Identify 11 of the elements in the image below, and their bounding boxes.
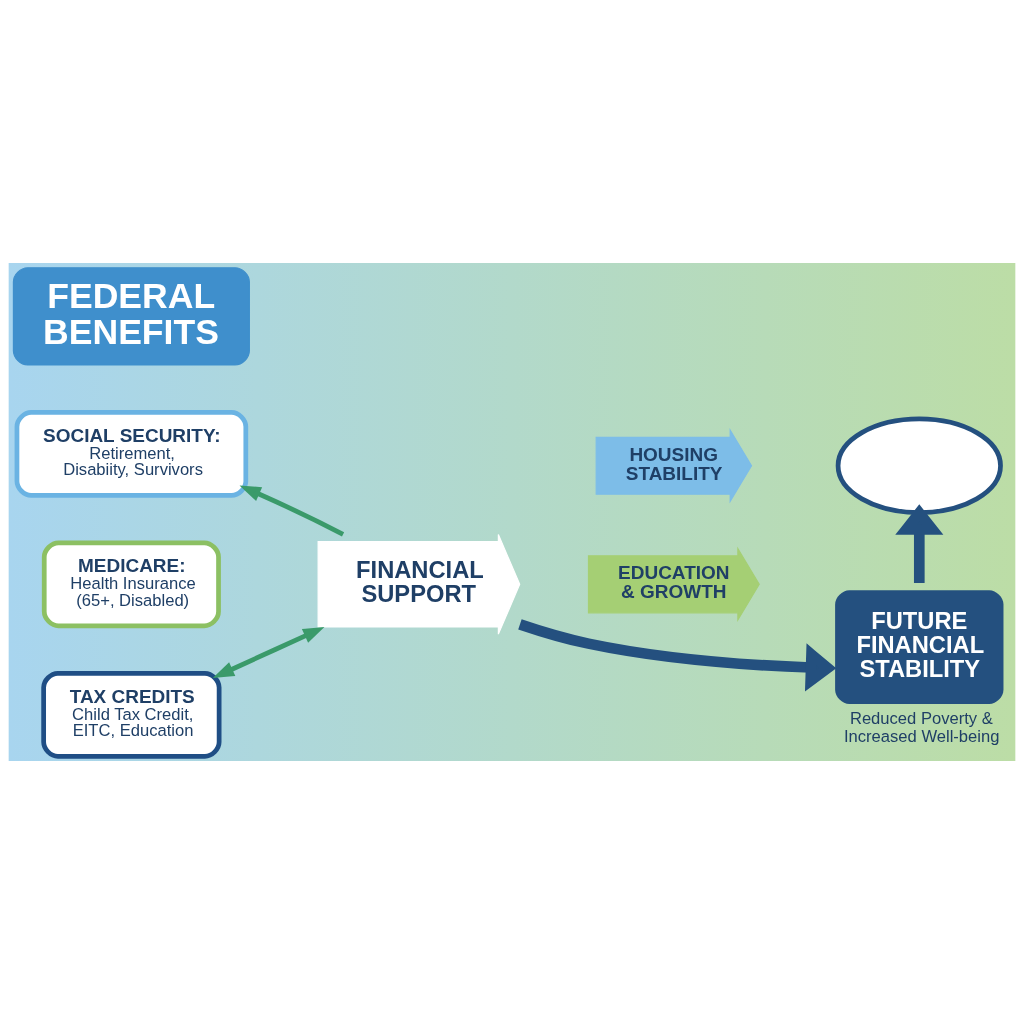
arrow (239, 485, 345, 537)
node-box: SOCIAL SECURITY: Retirement, Disabiity, Survivors (14, 410, 249, 498)
node-box: TAX CREDITS Child Tax Credit, EITC, Education (41, 670, 222, 759)
node-cloud (835, 416, 1003, 515)
node-label: Reduced Poverty & Increased Well-being (844, 709, 1000, 747)
node-box: MEDICARE: Health Insurance (65+, Disabled) (41, 540, 221, 629)
node-box: FUTURE FINANCIAL STABILITY (835, 590, 1004, 705)
arrow (895, 504, 944, 583)
arrow (212, 627, 325, 679)
node-box: FEDERAL BENEFITS (12, 267, 250, 366)
arrow (518, 619, 837, 692)
